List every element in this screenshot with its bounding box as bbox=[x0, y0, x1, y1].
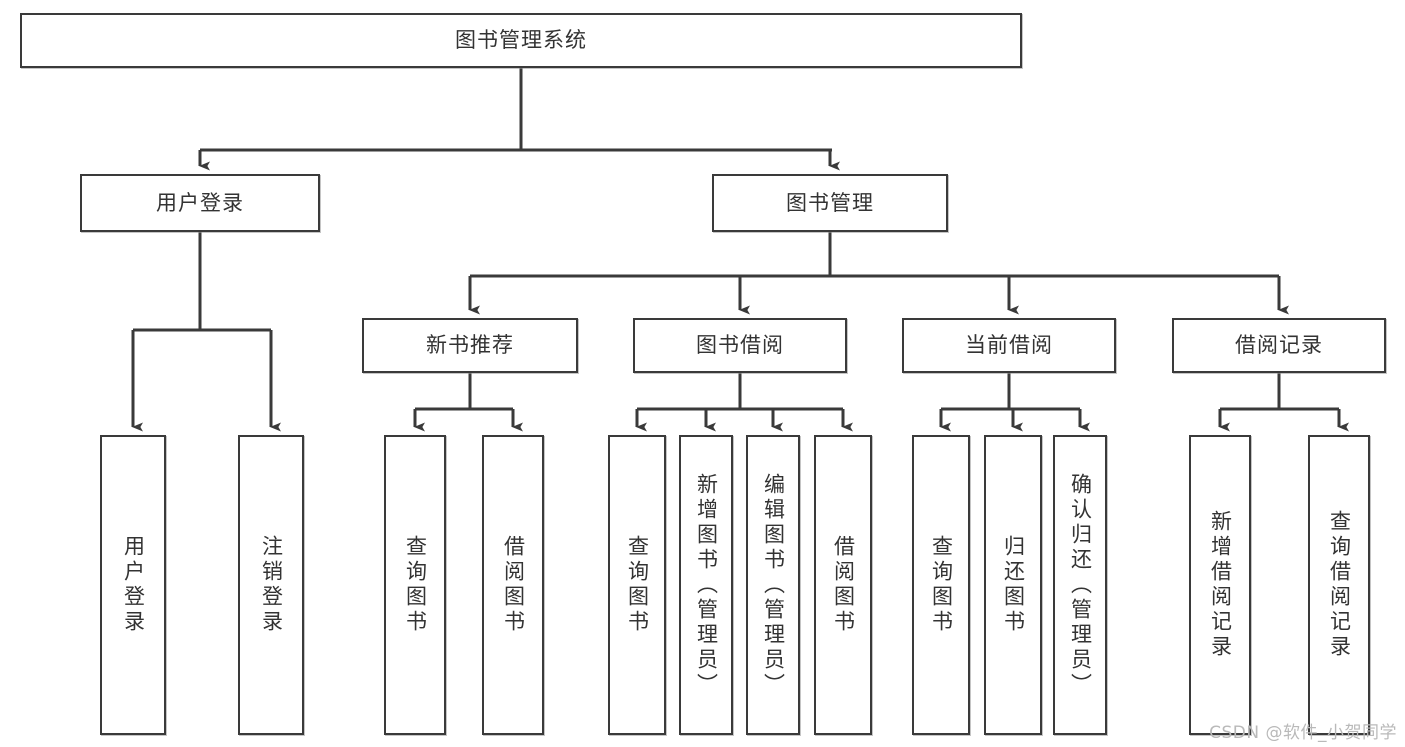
node-label: 新增借阅记录 bbox=[1208, 510, 1233, 660]
leaf-current-return-book[interactable]: 归还图书 bbox=[984, 435, 1042, 735]
node-user-login[interactable]: 用户登录 bbox=[80, 174, 320, 232]
node-book-borrow[interactable]: 图书借阅 bbox=[633, 318, 847, 373]
node-label: 当前借阅 bbox=[965, 333, 1053, 358]
leaf-record-add[interactable]: 新增借阅记录 bbox=[1189, 435, 1251, 735]
node-label: 图书借阅 bbox=[696, 333, 784, 358]
node-label: 查询借阅记录 bbox=[1327, 510, 1352, 660]
leaf-current-query-book[interactable]: 查询图书 bbox=[912, 435, 970, 735]
node-borrow-record[interactable]: 借阅记录 bbox=[1172, 318, 1386, 373]
leaf-borrow-edit-book[interactable]: 编辑图书（管理员） bbox=[746, 435, 800, 735]
node-label: 新增图书（管理员） bbox=[694, 472, 719, 698]
leaf-user-login[interactable]: 用户登录 bbox=[100, 435, 166, 735]
node-label: 编辑图书（管理员） bbox=[761, 472, 786, 698]
node-label: 确认归还（管理员） bbox=[1068, 472, 1093, 698]
node-label: 借阅图书 bbox=[831, 535, 856, 635]
node-label: 查询图书 bbox=[403, 535, 428, 635]
node-label: 借阅图书 bbox=[501, 535, 526, 635]
leaf-borrow-borrow-book[interactable]: 借阅图书 bbox=[814, 435, 872, 735]
watermark: CSDN @软件_小贺同学 bbox=[1209, 723, 1397, 743]
node-new-book-rec[interactable]: 新书推荐 bbox=[362, 318, 578, 373]
node-label: 用户登录 bbox=[121, 535, 146, 635]
leaf-rec-borrow-book[interactable]: 借阅图书 bbox=[482, 435, 544, 735]
node-label: 注销登录 bbox=[259, 535, 284, 635]
node-label: 借阅记录 bbox=[1235, 333, 1323, 358]
leaf-record-query[interactable]: 查询借阅记录 bbox=[1308, 435, 1370, 735]
node-label: 新书推荐 bbox=[426, 333, 514, 358]
node-label: 查询图书 bbox=[929, 535, 954, 635]
node-root[interactable]: 图书管理系统 bbox=[20, 13, 1022, 68]
leaf-current-confirm-return[interactable]: 确认归还（管理员） bbox=[1053, 435, 1107, 735]
leaf-borrow-query-book[interactable]: 查询图书 bbox=[608, 435, 666, 735]
node-label: 查询图书 bbox=[625, 535, 650, 635]
leaf-borrow-add-book[interactable]: 新增图书（管理员） bbox=[679, 435, 733, 735]
node-current-borrow[interactable]: 当前借阅 bbox=[902, 318, 1116, 373]
leaf-user-logout[interactable]: 注销登录 bbox=[238, 435, 304, 735]
node-label: 图书管理系统 bbox=[455, 28, 587, 53]
node-label: 归还图书 bbox=[1001, 535, 1026, 635]
node-book-manage[interactable]: 图书管理 bbox=[712, 174, 948, 232]
leaf-rec-query-book[interactable]: 查询图书 bbox=[384, 435, 446, 735]
node-label: 图书管理 bbox=[786, 190, 874, 215]
node-label: 用户登录 bbox=[156, 190, 244, 215]
